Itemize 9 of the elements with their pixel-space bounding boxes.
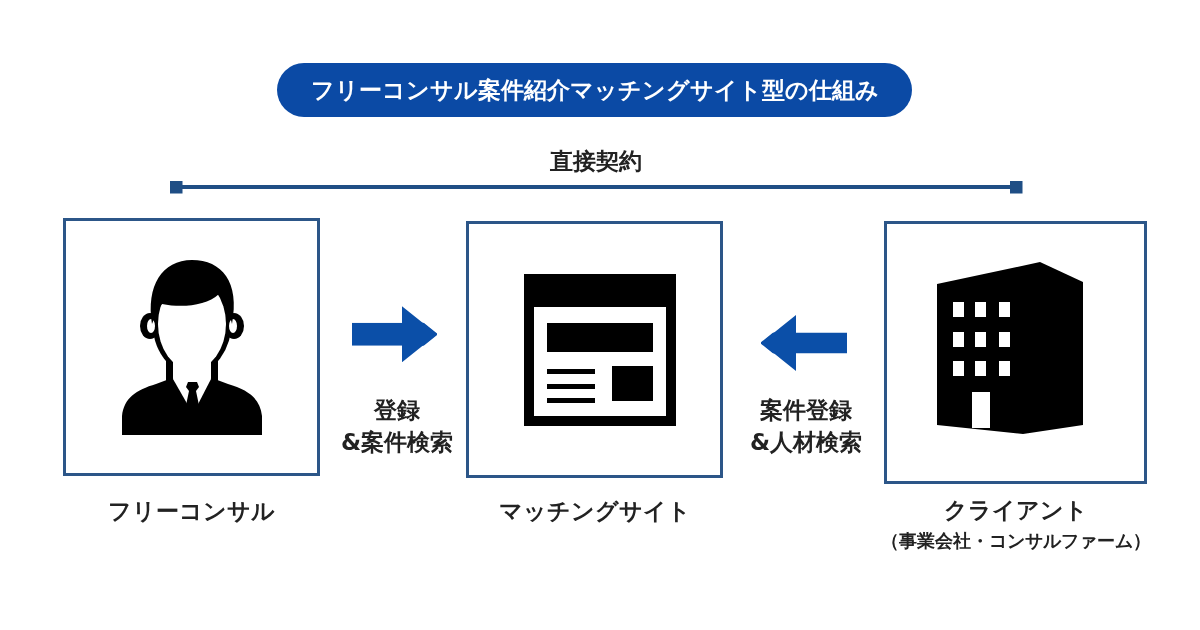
block-arrow	[352, 306, 437, 363]
node-label: マッチングサイト	[498, 497, 691, 526]
node-label: フリーコンサル	[108, 497, 275, 526]
edge-label: 案件登録 &人材検索	[749, 394, 863, 458]
node-sublabel: （事業会社・コンサルファーム）	[880, 529, 1151, 553]
connector-line	[169, 180, 1023, 194]
node-label: クライアント	[943, 496, 1088, 525]
block-arrow	[761, 315, 847, 371]
title-banner: フリーコンサル案件紹介マッチングサイト型の仕組み	[277, 63, 912, 117]
